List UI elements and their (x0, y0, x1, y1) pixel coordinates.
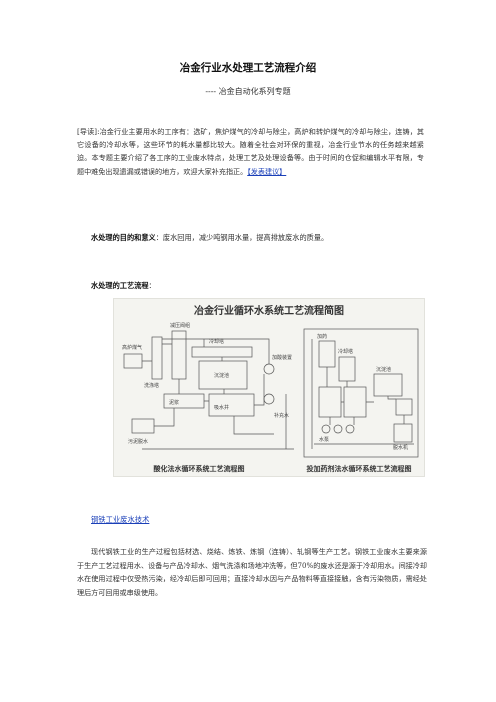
left-diagram (123, 330, 294, 450)
svg-text:加药: 加药 (317, 333, 327, 340)
svg-text:冷却塔: 冷却塔 (209, 338, 224, 345)
svg-text:冷却塔: 冷却塔 (338, 348, 353, 355)
feedback-link[interactable]: 【发表建议】 (247, 166, 287, 176)
left-labels: 高炉煤气 减压阀组 洗涤塔 冷却塔 沉淀池 加酸装置 补充水 泥浆 污泥脱水 吸… (122, 322, 292, 445)
svg-text:泥浆: 泥浆 (169, 399, 179, 406)
svg-text:沉淀池: 沉淀池 (214, 372, 229, 379)
svg-text:高炉煤气: 高炉煤气 (122, 344, 142, 351)
svg-text:沉淀池: 沉淀池 (376, 366, 391, 373)
svg-text:减压阀组: 减压阀组 (170, 322, 190, 329)
process-heading: 水处理的工艺流程： (91, 281, 156, 290)
process-flow-figure: 冶金行业循环水系统工艺流程简图 高炉煤气 减压阀组 洗涤塔 冷 (113, 298, 425, 477)
purpose-text: ：废水回用，减少吨钢用水量，提高排放废水的质量。 (155, 233, 329, 242)
right-labels: 加药 冷却塔 沉淀池 水泵 脱水机 (317, 333, 408, 451)
svg-text:加酸装置: 加酸装置 (272, 354, 292, 361)
section-link[interactable]: 钢铁工业废水技术 (91, 515, 150, 524)
intro-paragraph: [导读]:冶金行业主要用水的工序有：选矿，焦炉煤气的冷却与除尘，高炉和转炉煤气的… (77, 125, 424, 178)
page-title: 冶金行业水处理工艺流程介绍 (179, 62, 317, 74)
svg-text:水泵: 水泵 (319, 436, 329, 443)
left-caption: 酸化法水循环系统工艺流程图 (154, 464, 245, 473)
flow-diagram: 冶金行业循环水系统工艺流程简图 高炉煤气 减压阀组 洗涤塔 冷 (122, 304, 419, 473)
svg-text:污泥脱水: 污泥脱水 (128, 438, 148, 445)
figure-title: 冶金行业循环水系统工艺流程简图 (194, 304, 344, 317)
purpose-label: 水处理的目的和意义 (91, 233, 156, 242)
purpose-paragraph: 水处理的目的和意义：废水回用，减少吨钢用水量，提高排放废水的质量。 (91, 233, 328, 243)
page-subtitle: ---- 冶金自动化系列专题 (205, 87, 291, 96)
svg-text:补充水: 补充水 (274, 412, 289, 419)
intro-text: [导读]:冶金行业主要用水的工序有：选矿，焦炉煤气的冷却与除尘，高炉和转炉煤气的… (77, 127, 424, 176)
right-diagram (303, 328, 419, 458)
process-label: 水处理的工艺流程 (91, 281, 149, 290)
section-body: 现代钢铁工业的生产过程包括材选、烧结、炼铁、炼钢（连铸）、轧钢等生产工艺。钢铁工… (77, 547, 427, 597)
svg-text:脱水机: 脱水机 (393, 444, 408, 451)
svg-text:洗涤塔: 洗涤塔 (144, 382, 159, 389)
svg-text:吸水井: 吸水井 (214, 404, 229, 411)
right-caption: 投加药剂法水循环系统工艺流程图 (307, 464, 412, 473)
